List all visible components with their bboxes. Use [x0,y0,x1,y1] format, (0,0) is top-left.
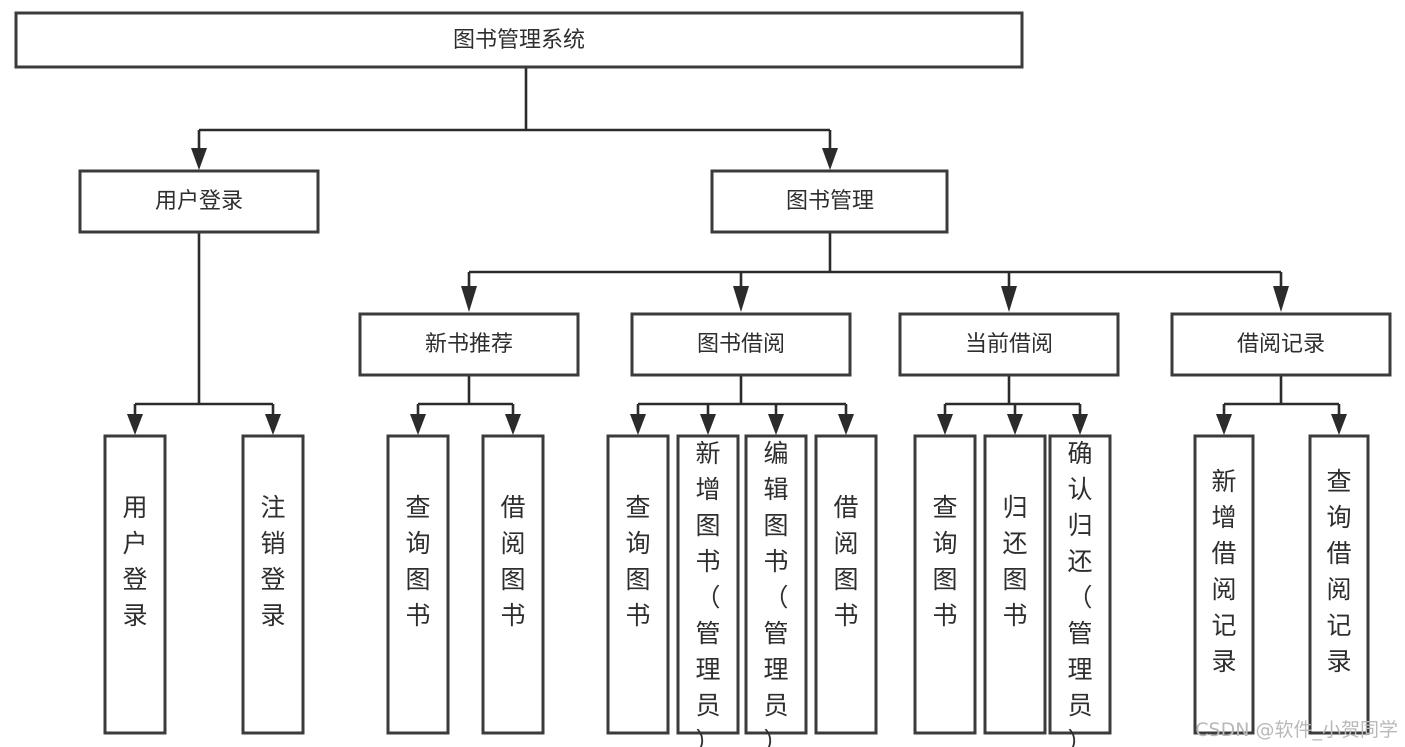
arrow-head-leaf-add-record [1216,414,1232,435]
leaf-borrow-book-2-label: 借阅图书 [833,493,858,630]
arrow-head-new-book-recommend [461,286,477,312]
leaf-borrow-book-1-box[interactable] [481,434,545,735]
leaf-query-book-1-box[interactable] [386,434,450,735]
leaf-confirm-return-box[interactable] [1048,434,1112,735]
arrow-head-book-manage [822,148,838,170]
book-manage-box[interactable] [710,169,949,234]
leaf-return-book-box[interactable] [983,434,1047,735]
node-current-borrow[interactable]: 当前借阅 [898,312,1120,377]
arrow-head-leaf-query-book-2 [630,414,646,435]
leaf-user-login-label: 用户登录 [122,493,147,630]
leaf-add-record-box[interactable] [1193,434,1255,735]
node-leaf-add-record[interactable]: 新增借阅记录 [1193,434,1255,735]
book-borrow-label: 图书借阅 [697,332,785,357]
arrow-head-leaf-query-book-3 [937,414,953,435]
node-leaf-user-login[interactable]: 用户登录 [103,434,167,735]
node-book-manage[interactable]: 图书管理 [710,169,949,234]
root-label: 图书管理系统 [453,28,585,53]
new-book-recommend-box[interactable] [358,312,580,377]
arrow-head-leaf-query-book-1 [410,414,426,435]
leaf-add-book-label: 新增图书（管理员） [695,439,720,747]
leaf-query-book-3-label: 查询图书 [932,493,957,630]
node-leaf-borrow-book-1[interactable]: 借阅图书 [481,434,545,735]
leaf-return-book-label: 归还图书 [1002,493,1027,630]
leaf-query-record-label: 查询借阅记录 [1326,467,1351,676]
leaf-confirm-return-label: 确认归还（管理员） [1067,439,1092,747]
arrow-head-leaf-edit-book [768,414,784,435]
node-borrow-record[interactable]: 借阅记录 [1170,312,1392,377]
arrow-head-leaf-return-book [1007,414,1023,435]
node-book-borrow[interactable]: 图书借阅 [630,312,852,377]
node-leaf-query-book-2[interactable]: 查询图书 [606,434,670,735]
node-leaf-logout[interactable]: 注销登录 [241,434,305,735]
arrow-head-leaf-confirm-return [1072,414,1088,435]
leaf-add-book-box[interactable] [676,434,740,735]
node-user-login[interactable]: 用户登录 [78,169,320,234]
leaf-edit-book-label: 编辑图书（管理员） [763,439,788,747]
leaf-query-book-2-box[interactable] [606,434,670,735]
leaf-borrow-book-1-label: 借阅图书 [500,493,525,630]
leaf-logout-label: 注销登录 [260,493,285,630]
node-leaf-query-book-3[interactable]: 查询图书 [913,434,977,735]
borrow-record-label: 借阅记录 [1237,332,1325,357]
arrow-head-borrow-record [1273,286,1289,312]
node-leaf-query-record[interactable]: 查询借阅记录 [1308,434,1370,735]
node-new-book-recommend[interactable]: 新书推荐 [358,312,580,377]
node-root[interactable]: 图书管理系统 [14,11,1024,69]
user-login-label: 用户登录 [155,189,243,214]
borrow-record-box[interactable] [1170,312,1392,377]
arrow-head-leaf-add-book [700,414,716,435]
user-login-box[interactable] [78,169,320,234]
csdn-watermark: CSDN @软件_小贺同学 [1195,719,1398,741]
leaf-query-book-3-box[interactable] [913,434,977,735]
arrow-head-leaf-user-login [127,414,143,435]
leaf-nodes-layer: 用户登录 注销登录 查询图书 借阅图书 查询图书 新增图书（管理员） 编辑图书（… [103,434,1370,747]
arrow-head-book-borrow [733,286,749,312]
leaf-user-login-box[interactable] [103,434,167,735]
arrow-head-current-borrow [1001,286,1017,312]
leaf-edit-book-box[interactable] [744,434,808,735]
leaf-logout-box[interactable] [241,434,305,735]
arrow-head-leaf-logout [265,414,281,435]
node-leaf-borrow-book-2[interactable]: 借阅图书 [814,434,878,735]
leaf-query-book-2-label: 查询图书 [625,493,650,630]
current-borrow-box[interactable] [898,312,1120,377]
node-leaf-edit-book[interactable]: 编辑图书（管理员） [744,434,808,747]
current-borrow-label: 当前借阅 [965,332,1053,357]
leaf-query-book-1-label: 查询图书 [405,493,430,630]
node-leaf-return-book[interactable]: 归还图书 [983,434,1047,735]
arrow-head-leaf-borrow-book-1 [505,414,521,435]
connector-layer [127,67,1347,435]
book-borrow-box[interactable] [630,312,852,377]
leaf-borrow-book-2-box[interactable] [814,434,878,735]
book-manage-label: 图书管理 [786,189,874,214]
arrow-head-user-login [191,148,207,170]
leaf-add-record-label: 新增借阅记录 [1211,467,1236,676]
arrow-head-leaf-query-record [1331,414,1347,435]
node-leaf-confirm-return[interactable]: 确认归还（管理员） [1048,434,1112,747]
new-book-recommend-label: 新书推荐 [425,332,513,357]
root-box[interactable] [14,11,1024,69]
node-leaf-add-book[interactable]: 新增图书（管理员） [676,434,740,747]
leaf-query-record-box[interactable] [1308,434,1370,735]
arrow-head-leaf-borrow-book-2 [838,414,854,435]
node-leaf-query-book-1[interactable]: 查询图书 [386,434,450,735]
